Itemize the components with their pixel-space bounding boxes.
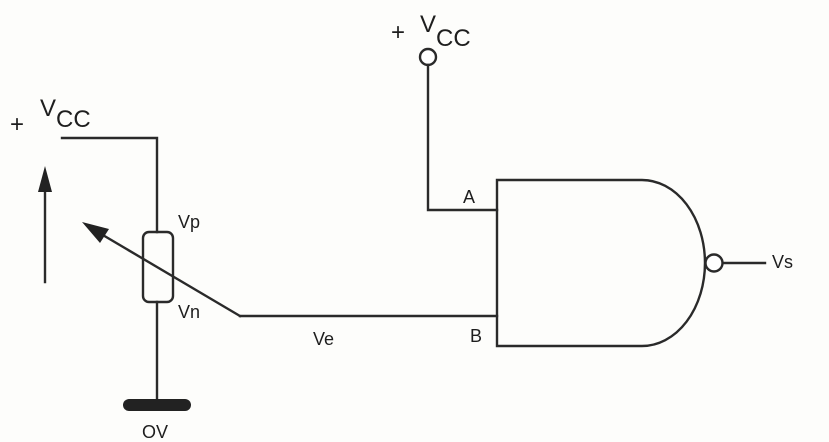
vcc-left-v: V bbox=[40, 95, 56, 122]
wiper-arrowhead bbox=[82, 222, 109, 243]
vcc-top-v: V bbox=[420, 11, 436, 38]
vcc-left-sub: CC bbox=[56, 106, 91, 133]
ground-symbol bbox=[123, 399, 191, 411]
vcc-top-plus: + bbox=[391, 19, 405, 46]
ground-label: OV bbox=[142, 422, 168, 442]
wiper-line bbox=[94, 229, 242, 318]
nand-gate-body bbox=[495, 178, 707, 348]
vs-label: Vs bbox=[772, 252, 793, 272]
vn-label: Vn bbox=[178, 302, 200, 322]
vcc-top-terminal bbox=[418, 47, 438, 67]
adjust-arrow-head-icon bbox=[38, 166, 52, 192]
vcc-top-sub: CC bbox=[436, 25, 471, 52]
vp-label: Vp bbox=[178, 212, 200, 232]
vcc-left-plus: + bbox=[10, 111, 24, 138]
input-a-wire bbox=[426, 63, 499, 212]
input-b-label: B bbox=[470, 326, 482, 346]
ve-label: Ve bbox=[313, 329, 334, 349]
input-a-label: A bbox=[463, 187, 475, 207]
left-vcc-wire bbox=[60, 136, 159, 234]
nand-output-bubble bbox=[704, 253, 724, 273]
